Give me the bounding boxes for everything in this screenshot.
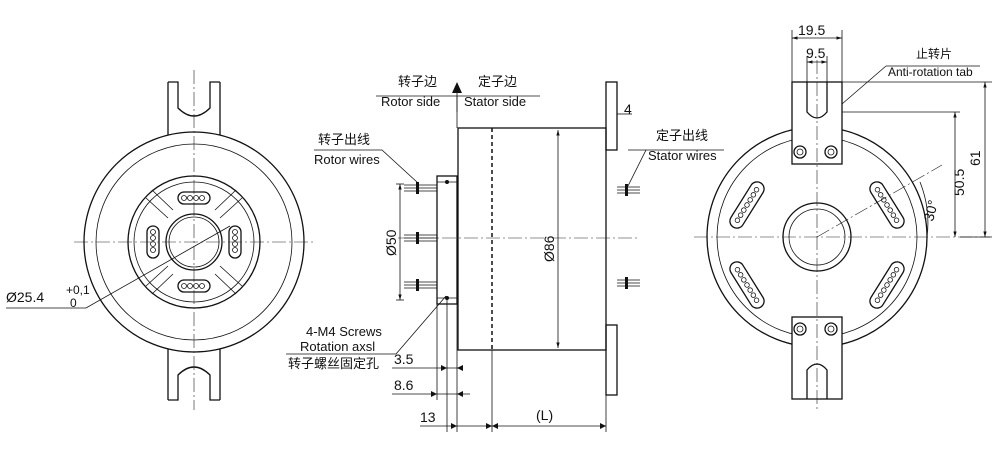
anti-rotation-en: Anti-rotation tab xyxy=(888,65,973,79)
middle-side-view xyxy=(286,81,724,432)
bore-diameter-label: Ø25.4 xyxy=(6,289,44,305)
rotor-flange xyxy=(436,175,458,305)
side-tab-bottom xyxy=(605,324,618,396)
bore-leader xyxy=(6,225,231,309)
rotor-side-en: Rotor side xyxy=(381,94,440,109)
tab-width-label: 19.5 xyxy=(798,22,825,38)
dim-61-label: 61 xyxy=(967,150,983,166)
left-front-view xyxy=(6,70,314,410)
slot-width-label: 9.5 xyxy=(806,45,826,61)
rotor-side-cn: 转子边 xyxy=(398,74,437,89)
angle-label: 30° xyxy=(920,198,941,222)
anti-rotation-cn: 止转片 xyxy=(916,46,952,61)
dim-3-5-label: 3.5 xyxy=(394,351,414,367)
stator-side-en: Stator side xyxy=(464,94,526,109)
rotor-wires-leader xyxy=(314,149,419,184)
rotor-wires-en: Rotor wires xyxy=(314,152,380,167)
dim-50-5-label: 50.5 xyxy=(951,169,967,196)
screws-label-cn: 转子螺丝固定孔 xyxy=(288,356,379,371)
stator-wire-bundles xyxy=(617,184,640,289)
flange-diameter-label: Ø50 xyxy=(383,229,399,256)
body-outline xyxy=(457,127,607,351)
body-diameter-label: Ø86 xyxy=(541,235,557,262)
dim-8-6-label: 8.6 xyxy=(394,377,414,393)
screws-label-2: Rotation axsl xyxy=(300,339,375,354)
bore-tolerance-upper: +0,1 xyxy=(66,283,90,297)
stator-wires-leader xyxy=(627,149,724,187)
tab-thickness-label: 4 xyxy=(624,101,632,117)
rotor-wire-bundles xyxy=(404,182,437,291)
side-tab-top xyxy=(605,81,618,151)
screws-leader xyxy=(286,295,447,355)
right-terminals xyxy=(729,181,905,309)
stator-wires-cn: 定子出线 xyxy=(656,128,708,143)
stator-wires-en: Stator wires xyxy=(648,148,717,163)
length-label: (L) xyxy=(536,407,553,423)
right-rear-view xyxy=(694,30,992,412)
left-spokes xyxy=(145,189,243,295)
rotor-wires-cn: 转子出线 xyxy=(318,132,370,147)
screws-label-1: 4-M4 Screws xyxy=(306,324,382,339)
stator-side-cn: 定子边 xyxy=(478,74,517,89)
bore-tolerance-lower: 0 xyxy=(70,296,77,310)
dim-13-label: 13 xyxy=(420,409,436,425)
anti-rotation-leader xyxy=(841,65,980,105)
